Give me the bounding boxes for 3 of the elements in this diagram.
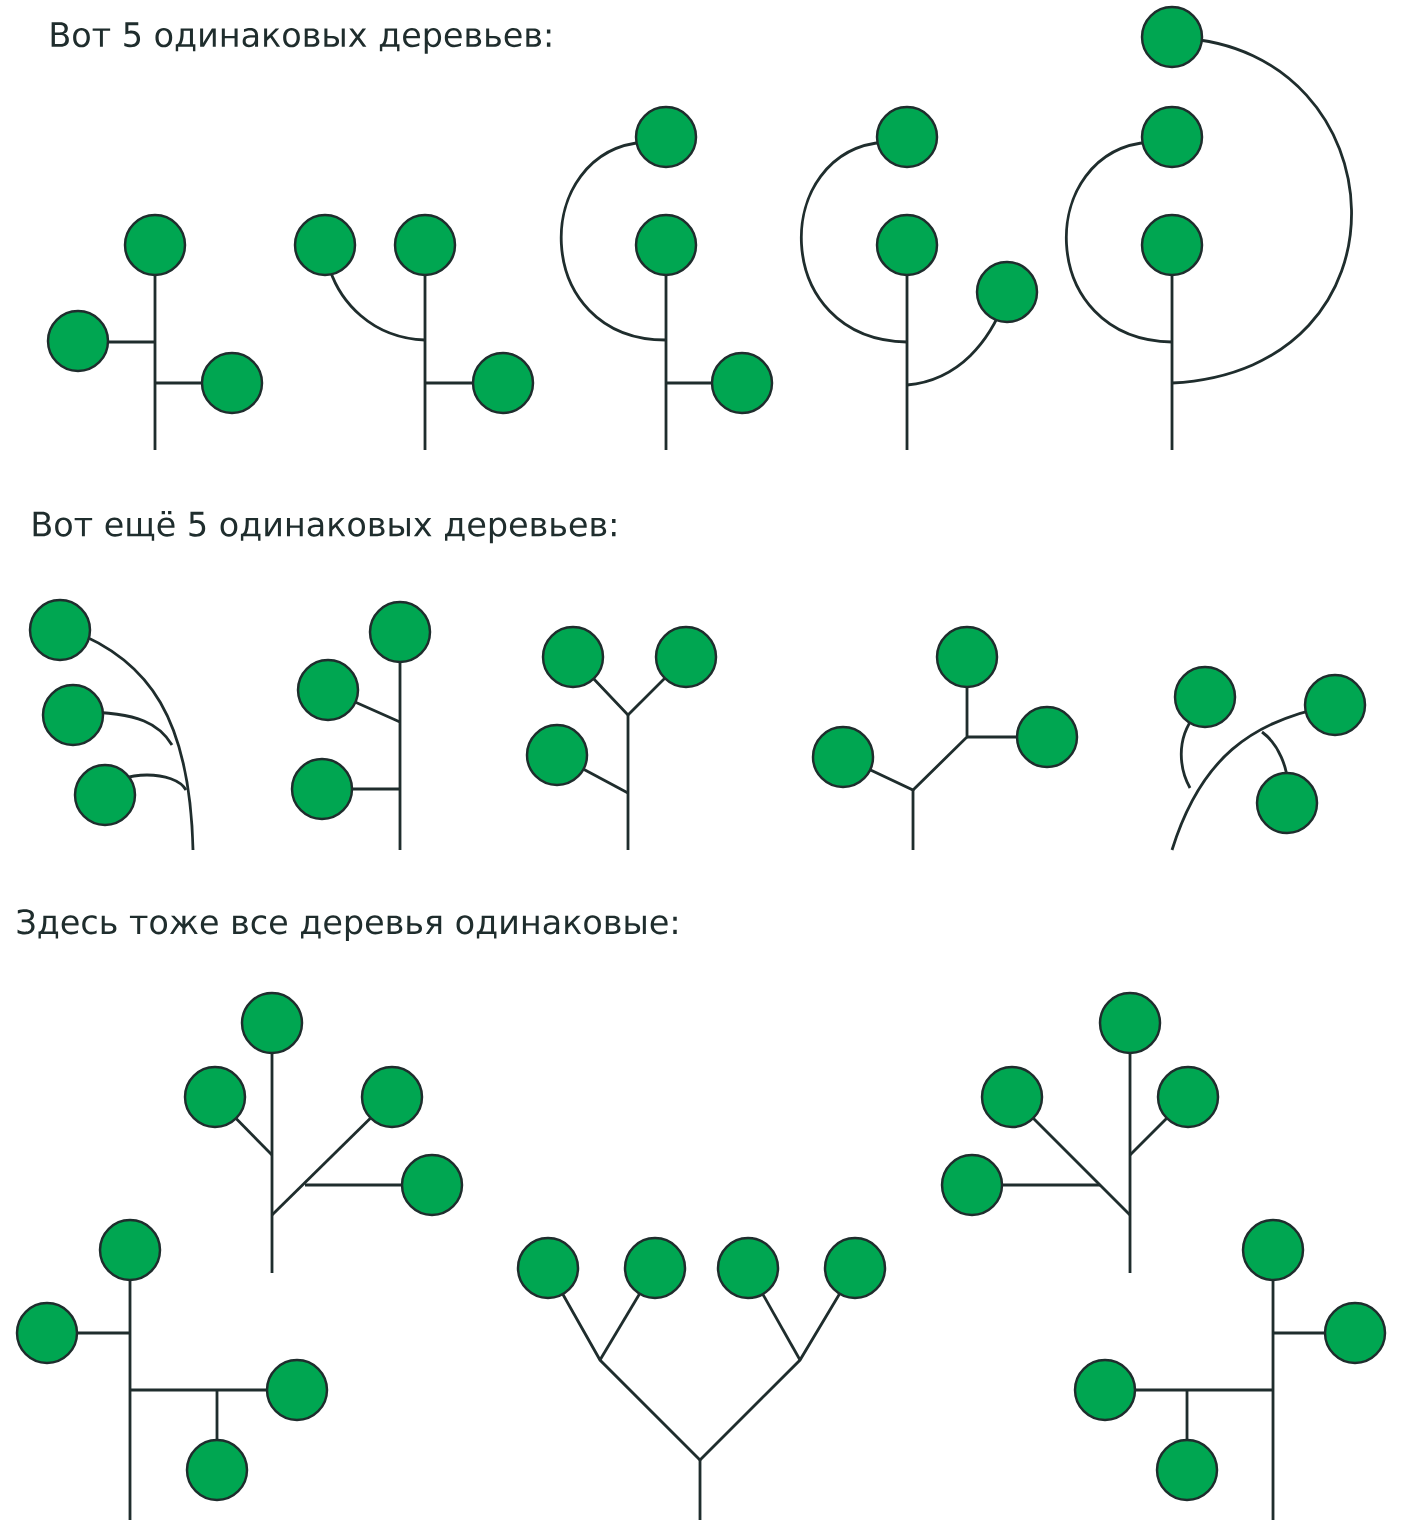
- heading: Вот ещё 5 одинаковых деревьев:: [33, 510, 616, 544]
- heading: Здесь тоже все деревья одинаковые:: [17, 909, 677, 941]
- heading: Вот 5 одинаковых деревьев:: [51, 22, 551, 54]
